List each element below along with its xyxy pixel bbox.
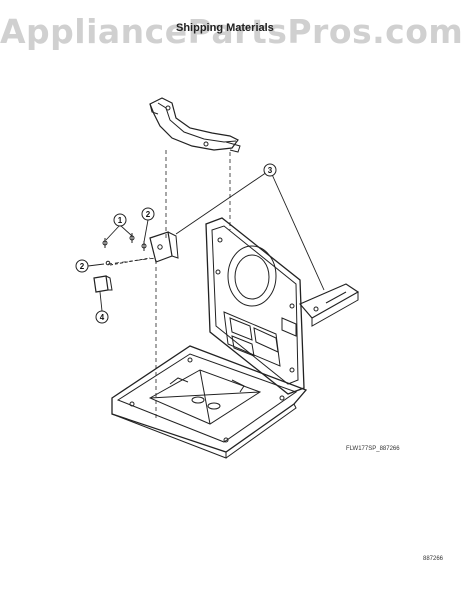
diagram-title: Shipping Materials [176,22,274,34]
callout-label: 3 [268,166,273,175]
callout-label: 2 [146,210,151,219]
callout-label: 2 [80,262,85,271]
callout-label: 1 [118,216,123,225]
base-frame-part [111,345,308,459]
callout-leader-lines [87,169,325,312]
pad-part [93,275,113,293]
shipping-bar-part [299,283,360,327]
figure-code: FLW177SP_887266 [346,446,400,452]
shipping-bracket-part [149,97,241,153]
screw-hardware [102,233,151,266]
rear-panel-part [205,217,305,395]
callout-3: 3 [263,163,277,177]
site-watermark: AppliancePartsPros.com [0,12,463,51]
callout-4: 4 [95,310,109,324]
alignment-lines [107,150,231,420]
callout-label: 4 [100,313,105,322]
callout-2a: 2 [141,207,155,221]
mounting-block-part [149,231,179,263]
callout-2b: 2 [75,259,89,273]
page-number: 887266 [423,556,444,562]
callout-1: 1 [113,213,127,227]
